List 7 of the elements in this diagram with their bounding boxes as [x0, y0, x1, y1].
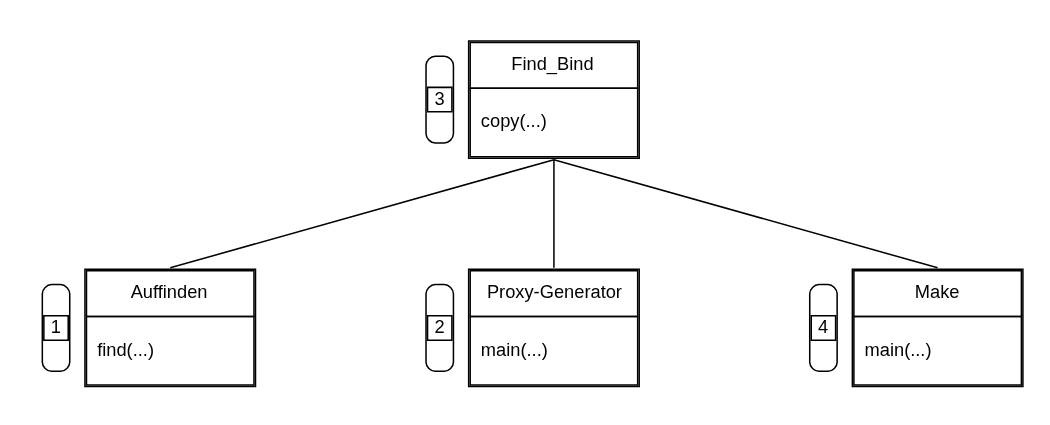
node-label: 1	[50, 315, 61, 337]
connector	[169, 158, 555, 269]
node-label: 2	[434, 315, 445, 337]
connector	[553, 158, 939, 269]
node-label: 4	[818, 315, 829, 337]
node-label: 3	[434, 87, 445, 109]
connector	[553, 158, 555, 269]
